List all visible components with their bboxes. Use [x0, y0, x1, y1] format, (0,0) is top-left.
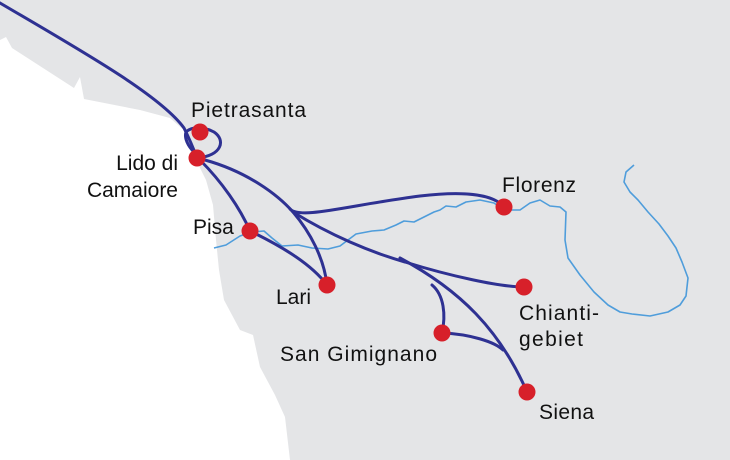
river-arno	[213, 164, 689, 317]
city-dot-siena[interactable]	[518, 383, 536, 401]
route-north-to-lido	[0, 1, 199, 160]
route-to-siena	[398, 256, 529, 394]
label-siena: Siena	[539, 401, 594, 424]
sea-area	[0, 37, 290, 460]
city-dot-chianti[interactable]	[515, 278, 533, 296]
label-san-gimignano: San Gimignano	[280, 343, 437, 366]
city-dot-pietrasanta[interactable]	[191, 123, 209, 141]
city-labels: Pietrasanta Lido di Camaiore Pisa Lari F…	[87, 99, 599, 424]
label-lari: Lari	[276, 286, 311, 309]
label-lido-di: Lido di	[116, 152, 178, 175]
city-dot-florenz[interactable]	[495, 198, 513, 216]
city-dot-san-gimignano[interactable]	[433, 324, 451, 342]
label-gebiet: gebiet	[519, 328, 583, 351]
label-florenz: Florenz	[502, 174, 576, 197]
city-dot-pisa[interactable]	[241, 222, 259, 240]
label-pietrasanta: Pietrasanta	[191, 99, 306, 122]
label-camaiore: Camaiore	[87, 179, 178, 202]
city-markers	[188, 123, 536, 401]
label-chianti: Chianti-	[519, 302, 599, 325]
city-dot-lari[interactable]	[318, 276, 336, 294]
label-pisa: Pisa	[193, 216, 234, 239]
routes	[0, 1, 529, 394]
city-dot-lido-di-camaiore[interactable]	[188, 149, 206, 167]
route-to-florenz	[288, 192, 506, 215]
